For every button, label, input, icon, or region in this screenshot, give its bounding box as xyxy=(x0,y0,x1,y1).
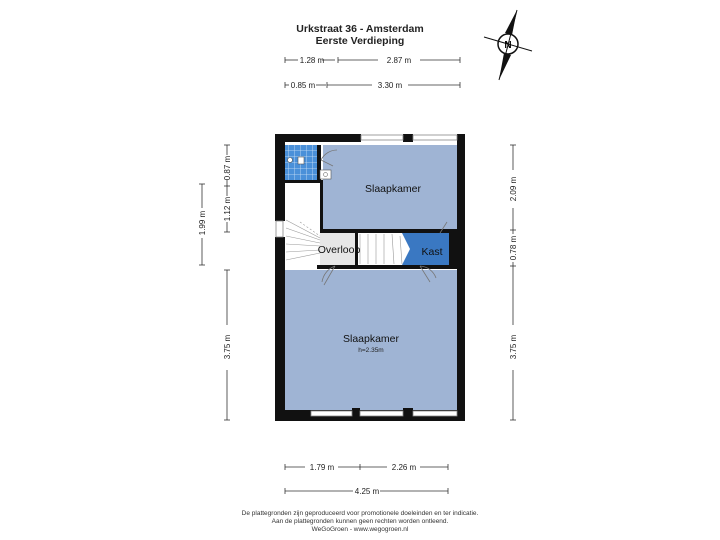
plan-title: Urkstraat 36 - Amsterdam xyxy=(296,23,424,35)
closet-area xyxy=(402,233,449,265)
staircase-right xyxy=(359,233,403,265)
dim-right-1: 2.09 m xyxy=(509,176,518,201)
dim-top-1: 1.28 m xyxy=(300,56,325,65)
room-label-closet: Kast xyxy=(421,246,442,258)
bedroom-bottom-area xyxy=(285,270,457,410)
windows xyxy=(275,134,458,417)
dim-bottom-1: 1.79 m xyxy=(310,463,335,472)
dim-right-2: 0.78 m xyxy=(509,235,518,260)
plan-subtitle: Eerste Verdieping xyxy=(315,35,405,47)
drain-icon xyxy=(297,156,305,165)
footer-line-3: WeGoGroen - www.wegogroen.nl xyxy=(311,526,409,533)
dim-right-3: 3.75 m xyxy=(509,334,518,359)
dimension-lines-left xyxy=(199,144,230,421)
dim-left-4: 3.75 m xyxy=(223,334,232,359)
dim-top-4: 3.30 m xyxy=(378,81,403,90)
compass-label: N xyxy=(504,40,511,51)
tap-icon xyxy=(287,157,293,163)
dim-left-3: 1.99 m xyxy=(198,210,207,235)
ceiling-height-label: h=2.35m xyxy=(358,347,383,354)
dim-left-2: 1.12 m xyxy=(223,196,232,221)
compass-icon: N xyxy=(483,9,533,81)
dim-bottom-2: 2.26 m xyxy=(392,463,417,472)
room-label-landing: Overloop xyxy=(318,244,361,256)
doors xyxy=(320,149,448,286)
dimension-lines-top xyxy=(284,57,461,88)
staircase-left xyxy=(285,219,321,261)
dim-top-3: 0.85 m xyxy=(291,81,316,90)
dim-left-1: 0.87 m xyxy=(223,155,232,180)
dimension-lines-right xyxy=(510,144,516,421)
footer-line-1: De plattegronden zijn geproduceerd voor … xyxy=(241,510,479,517)
bedroom-top-area xyxy=(323,145,457,230)
landing-area xyxy=(320,233,357,265)
footer-line-2: Aan de plattegronden kunnen geen rechten… xyxy=(271,518,449,525)
floor-outline xyxy=(275,134,465,421)
dim-top-2: 2.87 m xyxy=(387,56,412,65)
dimension-lines-bottom xyxy=(284,464,449,494)
sink-icon xyxy=(319,169,332,180)
room-label-bedroom-top: Slaapkamer xyxy=(365,183,422,195)
room-label-bedroom-bottom: Slaapkamer xyxy=(343,333,400,345)
bathroom-fixtures xyxy=(287,156,332,180)
dim-bottom-3: 4.25 m xyxy=(355,487,380,496)
